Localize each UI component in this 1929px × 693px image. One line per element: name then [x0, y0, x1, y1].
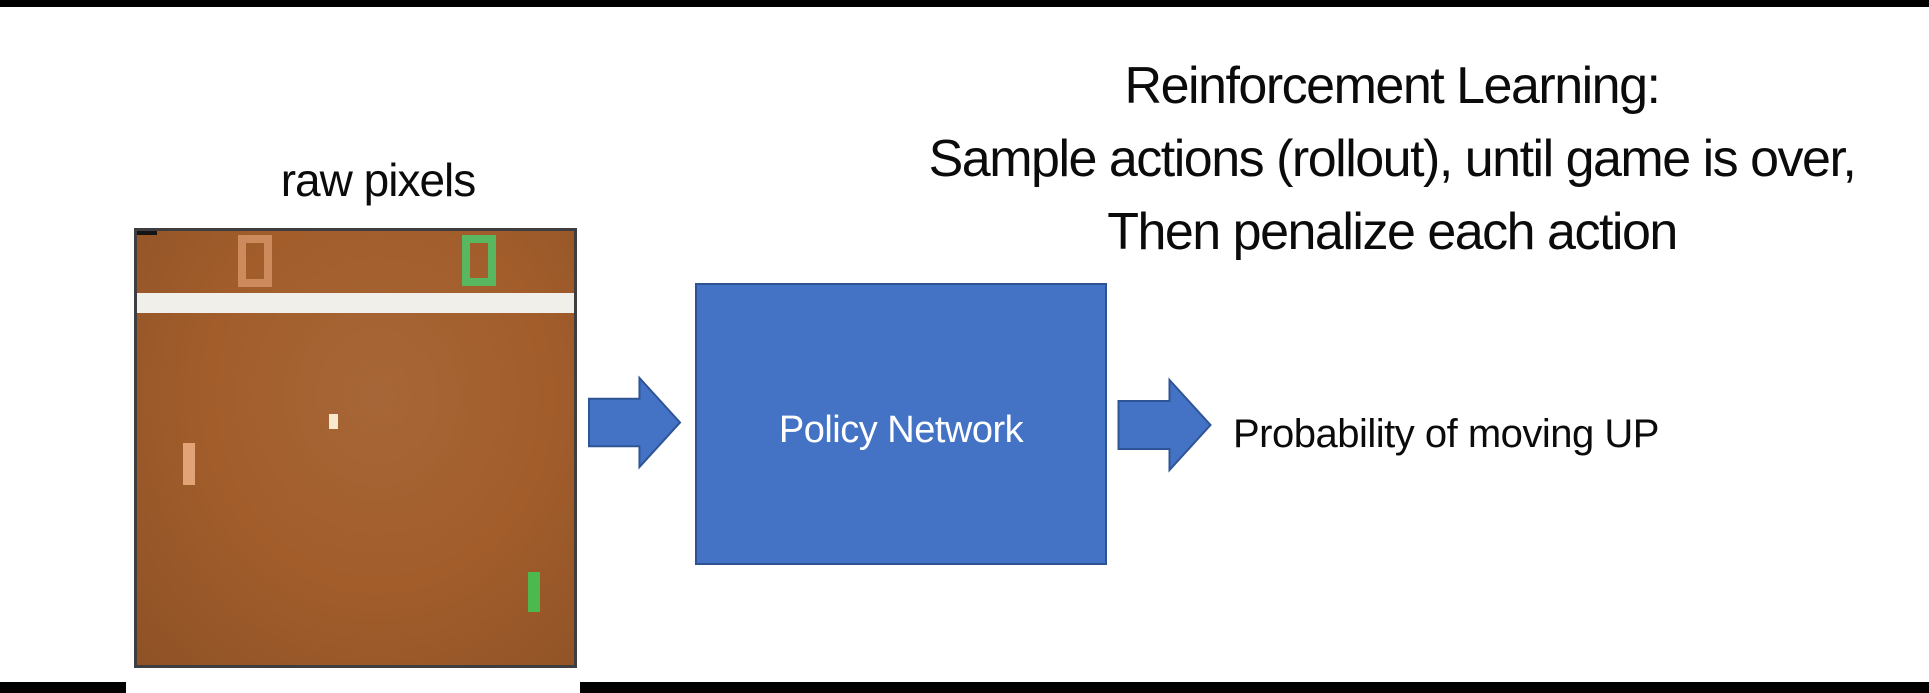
output-probability-label: Probability of moving UP	[1233, 412, 1659, 456]
right-player-score	[462, 235, 496, 286]
pong-ball	[329, 414, 338, 429]
input-arrow-icon	[588, 375, 682, 470]
raw-pixels-label: raw pixels	[280, 154, 477, 206]
right-paddle	[528, 572, 540, 612]
top-wall-band	[137, 293, 574, 313]
pong-game-screenshot	[134, 228, 577, 668]
output-arrow-icon	[1117, 377, 1212, 473]
slide-title: Reinforcement Learning: Sample actions (…	[855, 50, 1929, 269]
screen-corner-tick	[137, 231, 157, 235]
bottom-border-bar	[0, 682, 1929, 693]
title-line-3: Then penalize each action	[1107, 203, 1678, 261]
title-line-1: Reinforcement Learning:	[1124, 57, 1661, 115]
policy-network-label: Policy Network	[778, 408, 1024, 451]
policy-network-box: Policy Network	[695, 283, 1107, 565]
title-line-2: Sample actions (rollout), until game is …	[928, 130, 1857, 188]
game-image-white-margin	[126, 666, 580, 693]
left-paddle	[183, 443, 195, 485]
left-player-score	[238, 235, 272, 287]
top-border-bar	[0, 0, 1929, 7]
